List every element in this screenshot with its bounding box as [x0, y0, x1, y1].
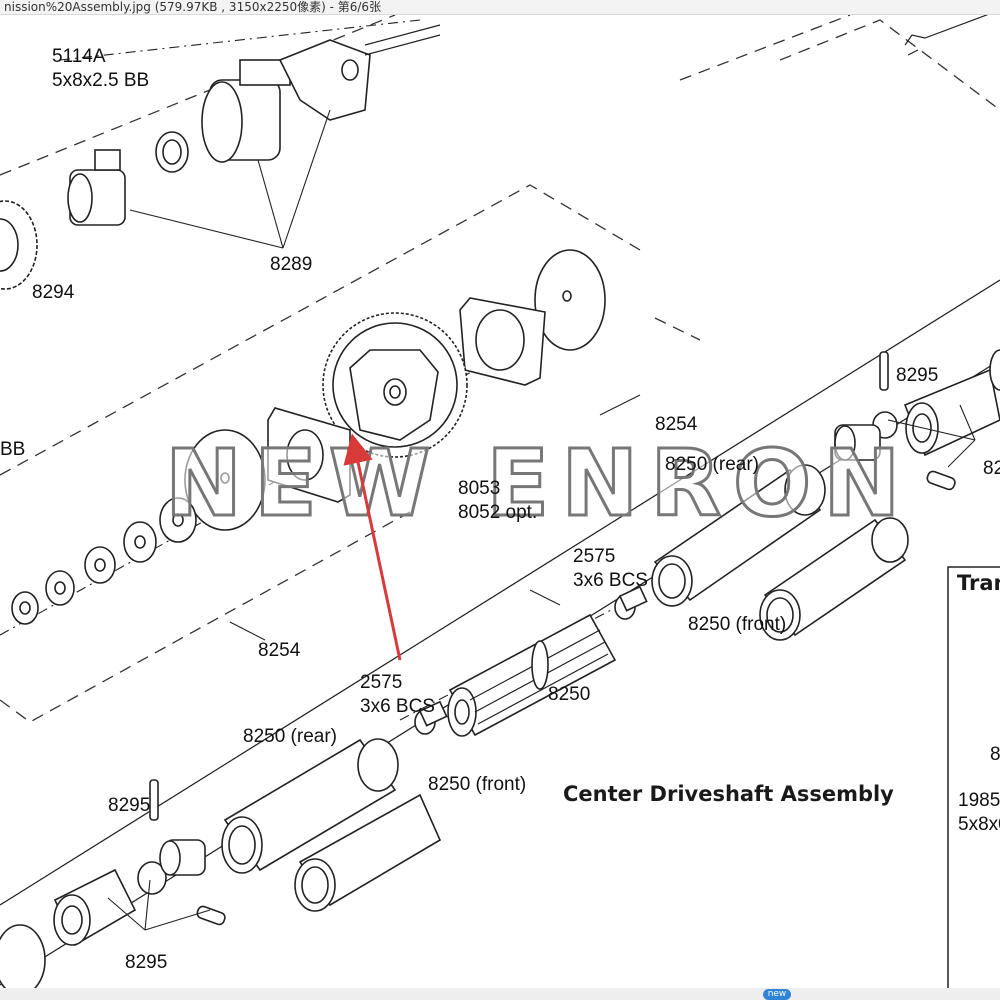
slipper-housing	[201, 24, 441, 163]
label-1985: 1985	[958, 790, 1000, 811]
label-8294: 8294	[32, 282, 75, 303]
red-pointer-arrow	[343, 433, 402, 661]
axis-lines	[0, 19, 641, 721]
label-2575-top: 2575	[573, 546, 615, 567]
label-8250-rear-bottom: 8250 (rear)	[243, 726, 337, 747]
ujoint-lower	[0, 779, 226, 988]
spur-gear-8053	[322, 312, 468, 458]
driveshaft-front-bottom	[294, 793, 442, 912]
label-8250-rear-top: 8250 (rear)	[665, 454, 759, 475]
bushing-2575-top	[614, 585, 648, 620]
label-82-right: 82	[983, 458, 1000, 479]
label-8254-top: 8254	[655, 414, 698, 435]
label-8289: 8289	[270, 254, 312, 275]
label-8295-bottom: 8295	[125, 952, 167, 973]
label-3x6-bcs-top: 3x6 BCS	[573, 570, 648, 591]
label-8295-mid: 8295	[108, 795, 150, 816]
bushing-2575-bottom	[414, 700, 448, 735]
exploded-parts-diagram: NEW ENRON 5114A 5x8x2.5 BB 8289 8294 BB …	[0, 15, 1000, 988]
label-8250-front-bottom: 8250 (front)	[428, 774, 526, 795]
label-3x6-bcs-bottom: 3x6 BCS	[360, 696, 435, 717]
label-5114a-spec: 5x8x2.5 BB	[52, 70, 149, 91]
label-bb-left: BB	[0, 439, 25, 460]
label-5x8x0: 5x8x0	[958, 814, 1000, 835]
label-8250-front-top: 8250 (front)	[688, 614, 786, 635]
window-title: nission%20Assembly.jpg (579.97KB , 3150x…	[4, 0, 382, 14]
right-panel-box	[947, 566, 1000, 988]
label-8250-center: 8250	[548, 684, 590, 705]
driveshaft-rear-bottom	[221, 738, 399, 874]
label-5114a: 5114A	[52, 46, 106, 67]
section-title: Center Driveshaft Assembly	[563, 782, 894, 806]
watermark-text: NEW ENRON	[165, 430, 912, 537]
splined-shaft-8250	[447, 613, 617, 737]
bearing-5114a	[155, 131, 189, 173]
label-8254-bottom: 8254	[258, 640, 301, 661]
diff-hub	[67, 149, 126, 226]
driveshaft-front-top	[759, 517, 909, 641]
slipper-plates	[459, 249, 606, 386]
label-8052-opt: 8052 opt.	[458, 502, 537, 523]
leader-lines	[107, 109, 976, 931]
new-badge[interactable]: new	[763, 989, 791, 1000]
slipper-pad-washers	[11, 407, 351, 625]
viewer-bottom-bar	[0, 988, 1000, 1000]
clip-part	[904, 15, 989, 56]
label-8053: 8053	[458, 478, 500, 499]
driveshaft-rear-top	[651, 464, 826, 607]
label-2575-bottom: 2575	[360, 672, 402, 693]
window-titlebar: nission%20Assembly.jpg (579.97KB , 3150x…	[0, 0, 1000, 15]
label-8-right: 8	[990, 744, 1000, 765]
spur-gear-8294	[0, 200, 38, 290]
label-8295-top: 8295	[896, 365, 938, 386]
